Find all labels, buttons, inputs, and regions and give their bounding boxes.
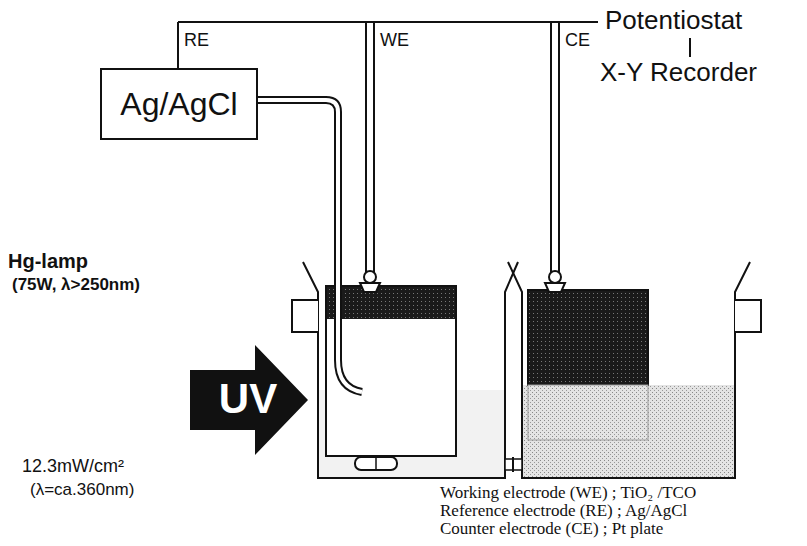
- we-wire: [373, 22, 375, 272]
- re-wire: [177, 22, 179, 70]
- reference-tube: [250, 100, 362, 392]
- wavelength-label: (λ=ca.360nm): [30, 480, 134, 500]
- stir-bar: [375, 457, 377, 470]
- electrolyte: [523, 385, 734, 477]
- beaker-cell: [508, 262, 750, 478]
- ce-wire: [550, 22, 552, 272]
- wire-label: WE: [380, 30, 409, 51]
- counter-electrode-plate: [528, 290, 648, 385]
- electrode-note: Reference electrode (RE) ; Ag/AgCl: [440, 501, 687, 521]
- frit: [512, 457, 514, 472]
- uv-arrow: UV: [190, 345, 308, 455]
- reference-electrode-box: Ag/AgCl: [100, 68, 258, 140]
- arrow-label: UV: [196, 375, 300, 423]
- wire-label: CE: [565, 30, 590, 51]
- clip: [545, 283, 565, 292]
- clip: [549, 271, 561, 283]
- working-electrode-plate: [326, 286, 456, 456]
- potentiostat-wire: [178, 21, 598, 23]
- reference-tube: [250, 100, 362, 392]
- lamp-label: Hg-lamp: [8, 250, 88, 273]
- ce-wire: [558, 22, 560, 272]
- side-port: [292, 300, 318, 332]
- stir-bar: [355, 457, 397, 470]
- recorder-wire: [689, 38, 691, 57]
- clip: [364, 271, 376, 283]
- electrode-note: Working electrode (WE) ; TiO₂ /TCO: [440, 483, 696, 503]
- side-port: [735, 300, 761, 332]
- lamp-spec: (75W, λ>250nm): [12, 275, 140, 295]
- arrow-shape: [190, 345, 308, 455]
- wire-label: RE: [184, 30, 209, 51]
- electrode-contact: [327, 287, 455, 319]
- we-wire: [365, 22, 367, 272]
- counter-electrode-plate: [528, 385, 648, 440]
- intensity-label: 12.3mW/cm²: [22, 456, 124, 477]
- instrument-label: X-Y Recorder: [600, 58, 757, 88]
- box-label: Ag/AgCl: [120, 86, 237, 123]
- electrode-note: Counter electrode (CE) ; Pt plate: [440, 519, 663, 539]
- instrument-label: Potentiostat: [605, 6, 742, 36]
- clip: [360, 283, 380, 292]
